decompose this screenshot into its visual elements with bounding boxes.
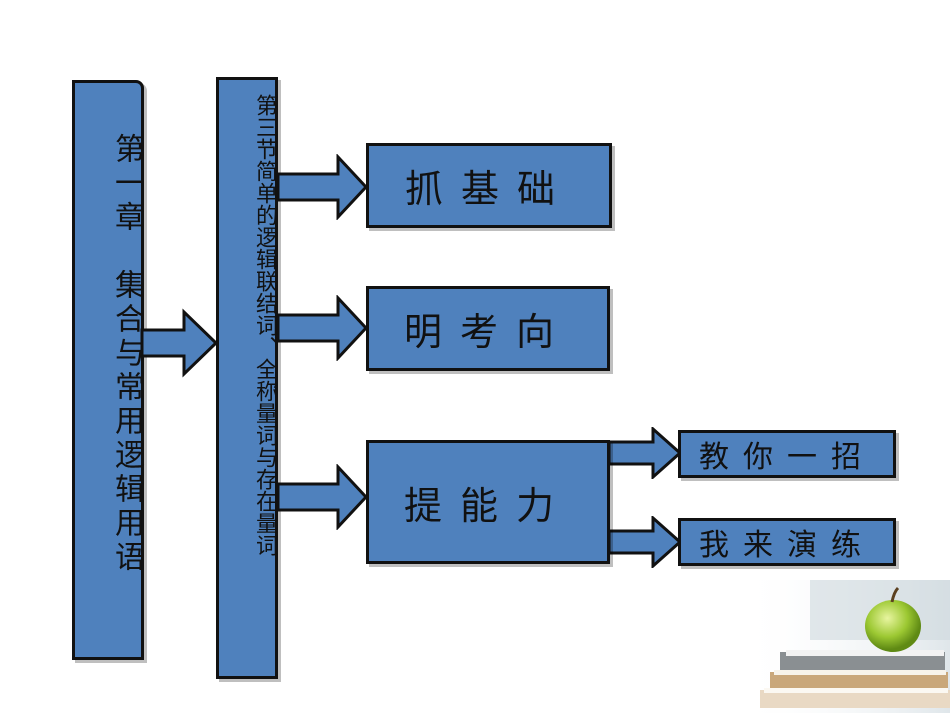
arrow-to-teach-trick [607,427,683,479]
arrow-chapter-to-section [140,308,219,378]
chapter-label: 第一章 集合与常用逻辑用语 [109,133,144,575]
node-improve-ability[interactable]: 提能力 [366,440,610,564]
chapter-box[interactable]: 第一章 集合与常用逻辑用语 [72,80,144,660]
node-practice[interactable]: 我来演练 [678,518,896,566]
arrow-to-clarify-direction [276,295,369,361]
node-grasp-basics[interactable]: 抓基础 [366,143,612,228]
node-grasp-basics-label: 抓基础 [404,167,573,211]
arrow-to-improve-ability [276,464,369,530]
apple-books-decoration [740,580,950,713]
arrow-to-practice [607,516,683,568]
node-practice-label: 我来演练 [699,528,875,563]
section-box[interactable]: 第三节简单的逻辑联结词、全称量词与存在量词 [216,77,278,679]
arrow-to-grasp-basics [276,154,369,220]
node-clarify-direction[interactable]: 明考向 [366,286,610,371]
node-teach-trick-label: 教你一招 [699,440,875,475]
node-improve-ability-label: 提能力 [403,483,572,528]
node-clarify-direction-label: 明考向 [403,310,572,354]
node-teach-trick[interactable]: 教你一招 [678,430,896,478]
section-label: 第三节简单的逻辑联结词、全称量词与存在量词 [252,94,277,556]
